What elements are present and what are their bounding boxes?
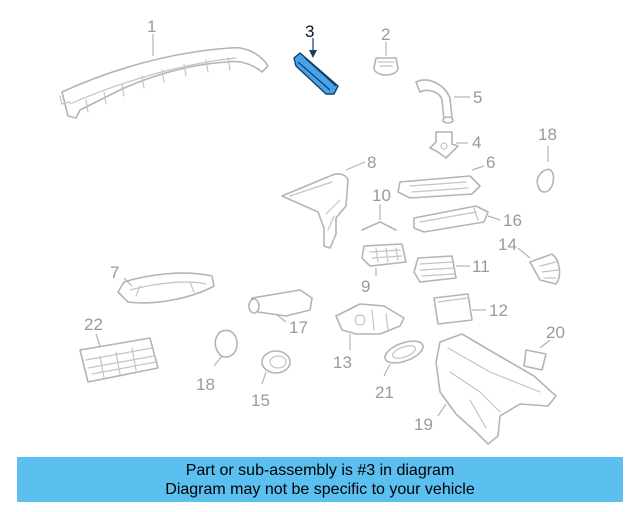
leader-16: [487, 215, 501, 221]
callout-8[interactable]: 8: [367, 153, 376, 172]
part-4[interactable]: [429, 131, 459, 159]
part-5[interactable]: [415, 79, 454, 124]
part-21[interactable]: [382, 337, 426, 368]
part-8[interactable]: [281, 173, 349, 249]
callout-7[interactable]: 7: [110, 263, 119, 282]
banner-line-1: Part or sub-assembly is #3 in diagram: [185, 462, 455, 479]
part-19[interactable]: [435, 333, 557, 445]
part-18-right[interactable]: [536, 168, 555, 193]
banner-line-2: Diagram may not be specific to your vehi…: [165, 481, 475, 498]
part-13[interactable]: [335, 303, 405, 335]
part-18-left[interactable]: [214, 329, 238, 358]
leader-18-left: [213, 355, 223, 367]
callout-3[interactable]: 3: [305, 22, 314, 41]
leader-21: [383, 363, 391, 377]
part-12[interactable]: [433, 293, 473, 325]
leader-6: [471, 165, 485, 171]
leader-14: [517, 247, 531, 259]
callout-22[interactable]: 22: [84, 315, 103, 334]
callout-14[interactable]: 14: [498, 235, 517, 254]
part-15[interactable]: [261, 350, 291, 374]
callout-9[interactable]: 9: [361, 277, 370, 296]
part-11[interactable]: [413, 255, 457, 283]
callout-20[interactable]: 20: [546, 323, 565, 342]
part-22[interactable]: [79, 337, 159, 383]
callout-21[interactable]: 21: [375, 383, 394, 402]
part-10[interactable]: [361, 221, 397, 231]
part-14[interactable]: [529, 253, 561, 285]
leader-8: [345, 161, 366, 171]
callout-1[interactable]: 1: [147, 17, 156, 36]
part-9[interactable]: [361, 243, 407, 267]
info-banner: Part or sub-assembly is #3 in diagram Di…: [17, 457, 623, 502]
leader-15: [261, 371, 267, 385]
callout-6[interactable]: 6: [486, 153, 495, 172]
part-20[interactable]: [523, 349, 547, 371]
leader-20: [539, 339, 551, 349]
part-7[interactable]: [117, 272, 215, 304]
leader-3-arrow: [309, 50, 317, 58]
callout-2[interactable]: 2: [381, 25, 390, 44]
callout-10[interactable]: 10: [372, 186, 391, 205]
callout-15[interactable]: 15: [251, 391, 270, 410]
callout-18-right[interactable]: 18: [538, 125, 557, 144]
leader-17: [275, 313, 287, 323]
callout-4[interactable]: 4: [472, 133, 481, 152]
callout-17[interactable]: 17: [289, 318, 308, 337]
callout-19[interactable]: 19: [414, 415, 433, 434]
part-1[interactable]: [59, 46, 269, 119]
leader-22: [95, 333, 101, 347]
leader-19: [437, 403, 447, 417]
part-6[interactable]: [397, 175, 481, 199]
callout-5[interactable]: 5: [473, 88, 482, 107]
part-2[interactable]: [373, 57, 399, 76]
callout-12[interactable]: 12: [489, 301, 508, 320]
part-3-highlighted[interactable]: [293, 52, 339, 95]
callout-13[interactable]: 13: [333, 353, 352, 372]
part-16[interactable]: [413, 205, 489, 233]
callout-16[interactable]: 16: [503, 211, 522, 230]
callout-18-left[interactable]: 18: [196, 375, 215, 394]
leader-7: [123, 277, 133, 287]
part-17[interactable]: [248, 289, 313, 317]
callout-11[interactable]: 11: [472, 257, 490, 276]
